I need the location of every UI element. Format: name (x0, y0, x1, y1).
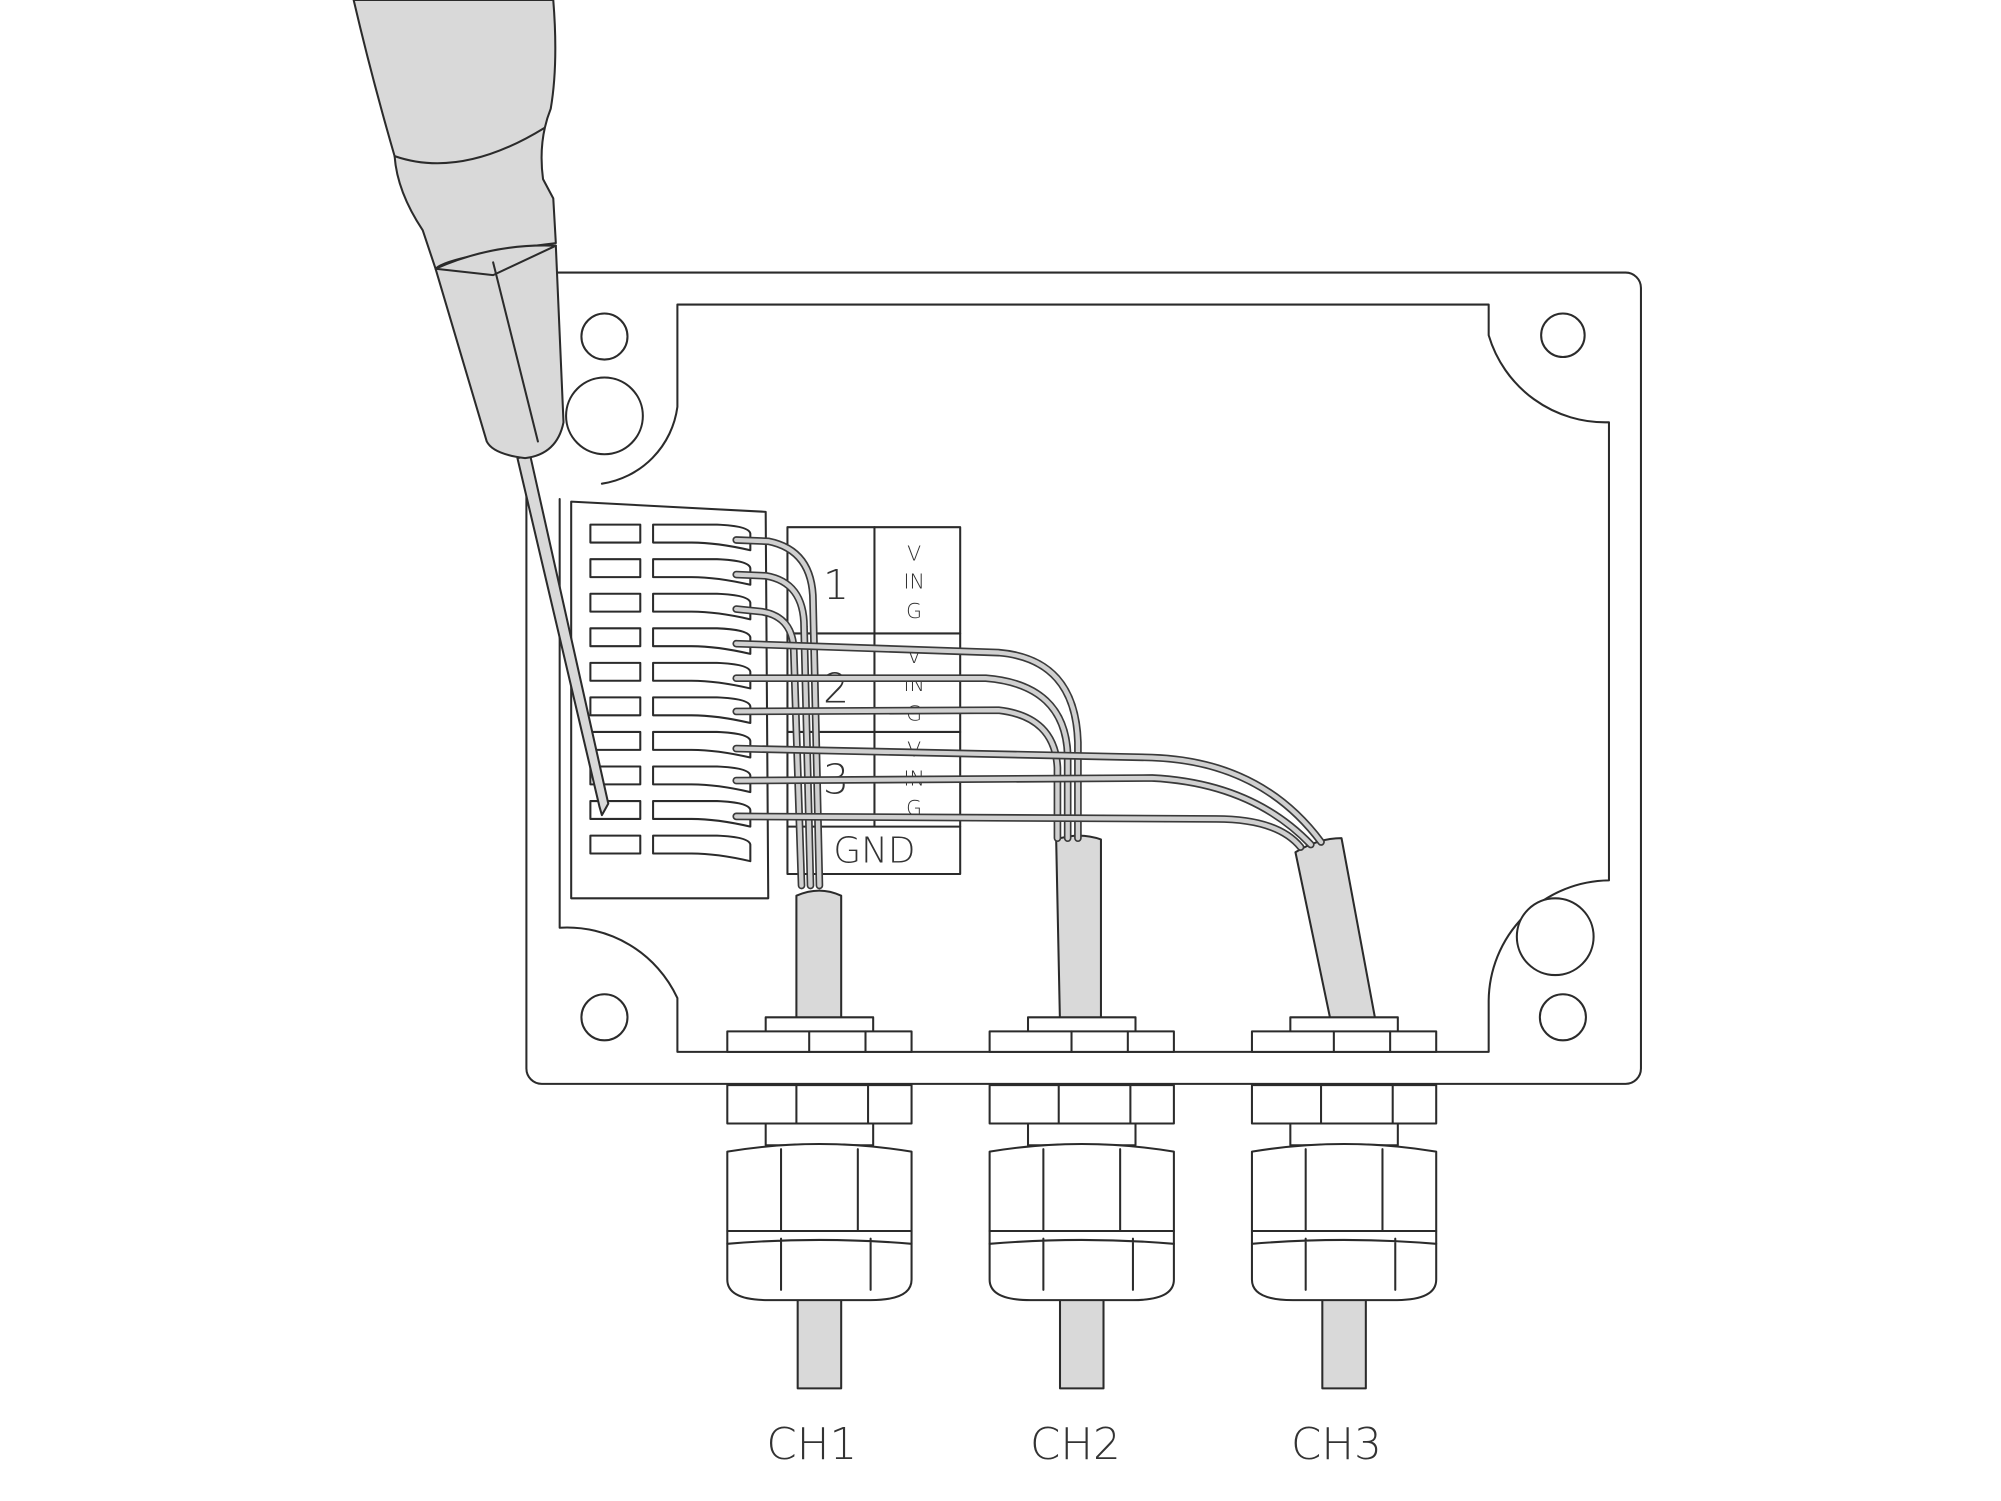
pin-label: IN (903, 570, 924, 594)
pin-label: V (907, 541, 921, 565)
terminal-slot (589, 558, 642, 579)
group-number: 1 (823, 561, 849, 609)
wire (732, 605, 806, 890)
wire (732, 570, 815, 890)
wire (732, 812, 1305, 851)
cable (1058, 1291, 1105, 1390)
wires (732, 536, 1325, 890)
terminal-slot (589, 834, 642, 855)
cable-sheaths-inside (795, 834, 1378, 1025)
mounting-hole (565, 376, 644, 456)
terminal-lever (652, 627, 752, 655)
channel-label-ch2: CH2 (1030, 1420, 1121, 1470)
pin-label: G (906, 599, 922, 623)
ground-label: GND (833, 830, 915, 871)
mounting-hole (1538, 993, 1587, 1042)
wire (732, 536, 824, 890)
mounting-hole (580, 312, 629, 361)
cable-gland (726, 1016, 913, 1390)
wire (732, 774, 1315, 849)
terminal-lever (652, 558, 752, 586)
terminal-lever (652, 800, 752, 828)
mounting-hole (580, 993, 629, 1042)
terminal-slot (589, 523, 642, 544)
cable-gland (988, 1016, 1175, 1390)
wire (732, 744, 1325, 846)
terminal-lever (652, 523, 752, 552)
cable-gland (1250, 1016, 1438, 1390)
cable (1321, 1291, 1367, 1390)
channel-label-ch3: CH3 (1291, 1420, 1382, 1470)
terminal-lever (652, 765, 752, 794)
terminal-slot (589, 661, 642, 682)
terminal-lever (652, 592, 752, 621)
mounting-hole (1540, 312, 1586, 359)
terminal-slot (589, 627, 642, 648)
terminal-slot (589, 730, 642, 751)
cable-glands (726, 1016, 1438, 1390)
cable (796, 1291, 843, 1390)
screwdriver-icon (352, 0, 610, 817)
mounting-hole (1515, 897, 1595, 977)
terminal-block (570, 500, 770, 900)
wire (732, 706, 1062, 842)
channel-label-ch1: CH1 (766, 1420, 857, 1470)
terminal-lever (652, 661, 752, 690)
terminal-slot (589, 592, 642, 613)
terminal-slot (589, 696, 642, 717)
terminal-lever (652, 834, 752, 863)
group-number: 2 (823, 665, 849, 713)
terminal-lever (652, 696, 752, 725)
terminal-lever (652, 730, 752, 759)
wire (732, 639, 1082, 842)
wire (732, 674, 1072, 842)
